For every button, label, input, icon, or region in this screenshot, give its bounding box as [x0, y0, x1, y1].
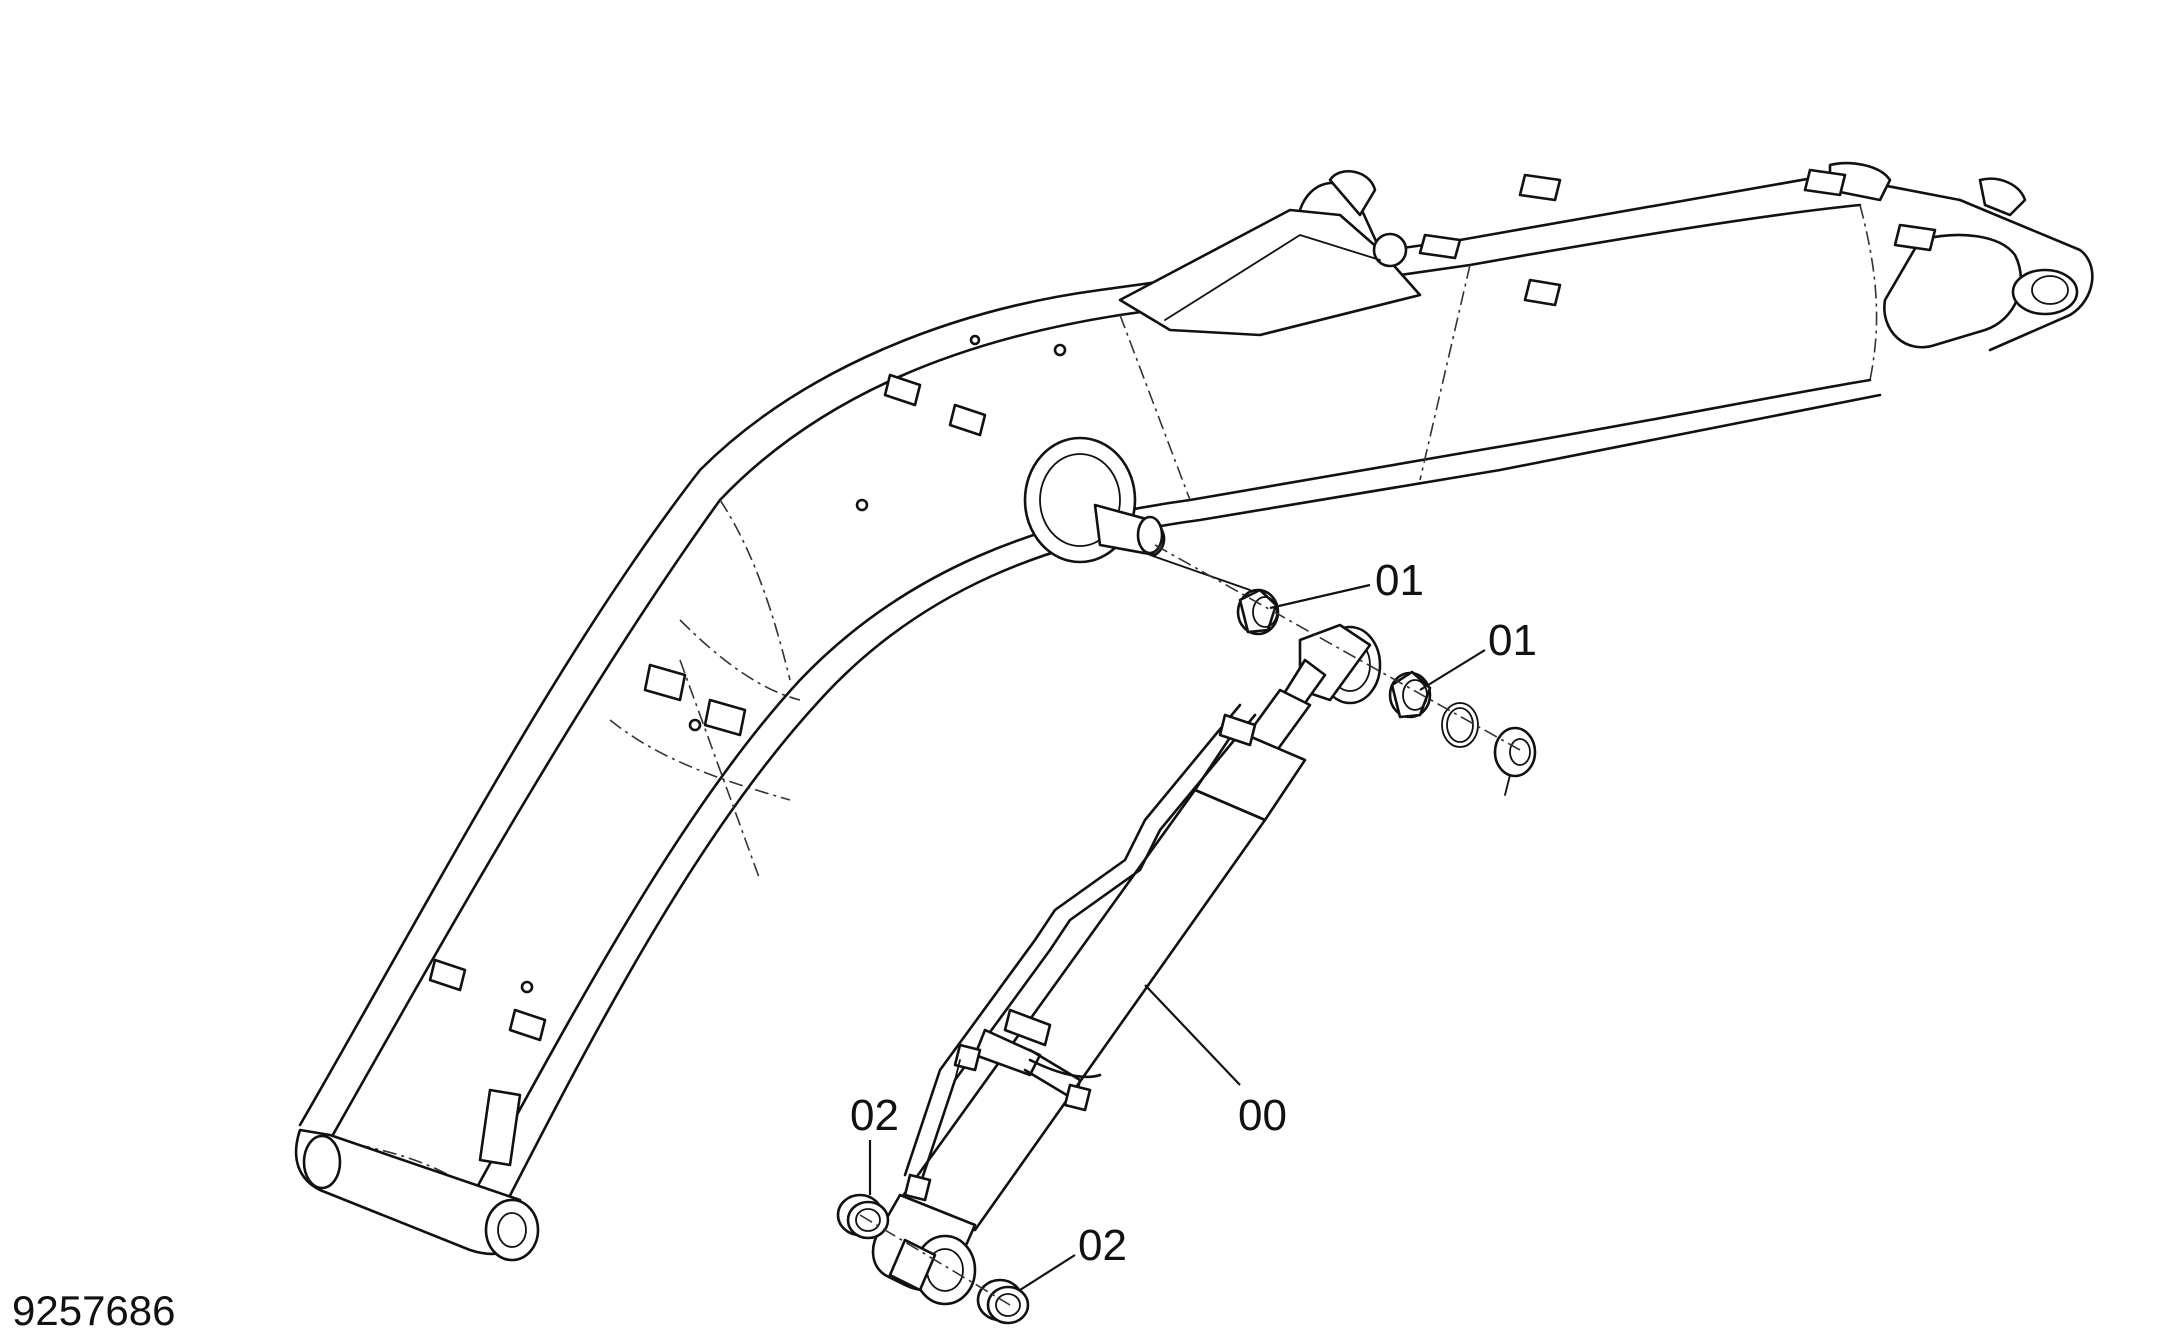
callout-00: 00 — [1238, 1091, 1287, 1140]
boom-cylinder — [871, 623, 1382, 1306]
callout-01-right: 01 — [1488, 616, 1537, 665]
callout-02-left: 02 — [850, 1091, 899, 1140]
bushings — [836, 588, 1537, 1325]
callouts: 01 01 00 02 02 — [850, 556, 1537, 1291]
boom-assembly — [294, 161, 2094, 1262]
drawing-number: 9257686 — [12, 1287, 176, 1334]
boom-clips — [428, 168, 1937, 1167]
callout-01-left: 01 — [1375, 556, 1424, 605]
callout-02-right: 02 — [1078, 1221, 1127, 1270]
